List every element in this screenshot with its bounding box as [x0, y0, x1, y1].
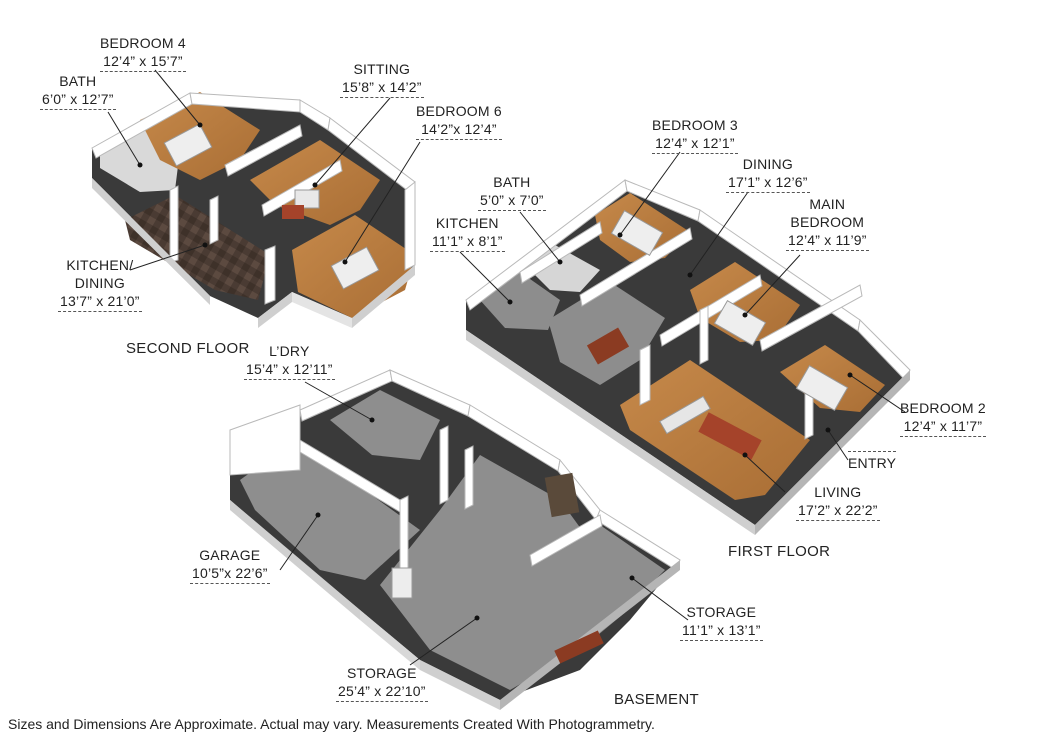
- room-name: SITTING: [353, 61, 411, 77]
- storage-small-floor: [545, 525, 665, 610]
- room-name: BEDROOM 6: [416, 103, 502, 119]
- room-dimensions: 15’8” x 14’2”: [340, 78, 424, 98]
- floor-title-second: SECOND FLOOR: [126, 340, 250, 357]
- room-label-living: LIVING 17’2” x 22’2”: [796, 483, 880, 521]
- room-label-storage-large: STORAGE 25’4” x 22’10”: [336, 664, 428, 702]
- room-dimensions: 25’4” x 22’10”: [336, 682, 428, 702]
- room-dimensions: 12’4” x 15’7”: [100, 52, 186, 72]
- room-label-bath-main: BATH 5’0” x 7’0”: [478, 173, 546, 211]
- basement-model: [229, 369, 681, 710]
- floor-title-basement: BASEMENT: [614, 691, 699, 708]
- room-name: STORAGE: [347, 665, 417, 681]
- room-label-storage-small: STORAGE 11’1” x 13’1”: [680, 603, 763, 641]
- room-dimensions: 6’0” x 12’7”: [40, 90, 116, 110]
- room-name: STORAGE: [686, 604, 757, 620]
- room-name: KITCHEN: [435, 215, 499, 231]
- floor-title-first: FIRST FLOOR: [728, 543, 831, 560]
- room-name-line1: KITCHEN/: [66, 257, 134, 273]
- first-floor-model: [465, 179, 911, 535]
- room-name: GARAGE: [199, 547, 261, 563]
- room-dimensions: 14’2”x 12’4”: [416, 120, 502, 140]
- room-dimensions: 12’4” x 12’1”: [652, 134, 738, 154]
- dining-floor: [548, 282, 665, 385]
- room-name-line2: BEDROOM: [790, 214, 865, 230]
- room-dimensions: 13’7” x 21’0”: [58, 292, 142, 312]
- room-label-entry: ENTRY: [848, 451, 897, 472]
- room-dimensions: 12’4” x 11’7”: [900, 417, 986, 437]
- room-label-bedroom6: BEDROOM 6 14’2”x 12’4”: [416, 102, 502, 140]
- label-leader-lines: [107, 69, 906, 666]
- room-label-bedroom2: BEDROOM 2 12’4” x 11’7”: [900, 399, 986, 437]
- room-dimensions: 15’4” x 12’11”: [244, 360, 335, 380]
- garage-floor: [240, 440, 420, 580]
- room-dimensions: 12’4” x 11’9”: [786, 231, 869, 251]
- room-name: BEDROOM 3: [652, 117, 738, 133]
- room-name: BEDROOM 2: [900, 400, 986, 416]
- room-label-laundry: L’DRY 15’4” x 12’11”: [244, 342, 335, 380]
- disclaimer-text: Sizes and Dimensions Are Approximate. Ac…: [8, 716, 655, 732]
- second-floor-model: [91, 92, 416, 328]
- room-name: BEDROOM 4: [100, 35, 186, 51]
- room-dimensions: 11’1” x 8’1”: [430, 232, 505, 252]
- room-name: BATH: [493, 174, 531, 190]
- room-label-bedroom4: BEDROOM 4 12’4” x 15’7”: [100, 34, 186, 72]
- room-label-bedroom3: BEDROOM 3 12’4” x 12’1”: [652, 116, 738, 154]
- room-name-line2: DINING: [74, 275, 125, 291]
- room-label-garage: GARAGE 10’5”x 22’6”: [190, 546, 270, 584]
- room-dimensions: 17’1” x 12’6”: [726, 173, 810, 193]
- room-center-dots: [137, 122, 853, 621]
- room-dimensions: 5’0” x 7’0”: [478, 191, 546, 211]
- room-name: ENTRY: [848, 451, 897, 472]
- room-name: L’DRY: [269, 343, 310, 359]
- room-dimensions: 17’2” x 22’2”: [796, 501, 880, 521]
- room-name: LIVING: [814, 484, 862, 500]
- room-name: BATH: [59, 73, 97, 89]
- room-label-dining: DINING 17’1” x 12’6”: [726, 155, 810, 193]
- room-label-kitchen: KITCHEN 11’1” x 8’1”: [430, 214, 505, 252]
- room-dimensions: 10’5”x 22’6”: [190, 564, 270, 584]
- storage-large-floor: [380, 455, 640, 690]
- room-label-sitting: SITTING 15’8” x 14’2”: [340, 60, 424, 98]
- room-label-bath-upper: BATH 6’0” x 12’7”: [40, 72, 116, 110]
- room-dimensions: 11’1” x 13’1”: [680, 621, 763, 641]
- room-label-main-bedroom: MAIN BEDROOM 12’4” x 11’9”: [786, 195, 869, 251]
- room-label-kitchen-dining: KITCHEN/ DINING 13’7” x 21’0”: [58, 256, 142, 312]
- room-name-line1: MAIN: [809, 196, 846, 212]
- room-name: DINING: [742, 156, 793, 172]
- laundry-floor: [330, 390, 440, 460]
